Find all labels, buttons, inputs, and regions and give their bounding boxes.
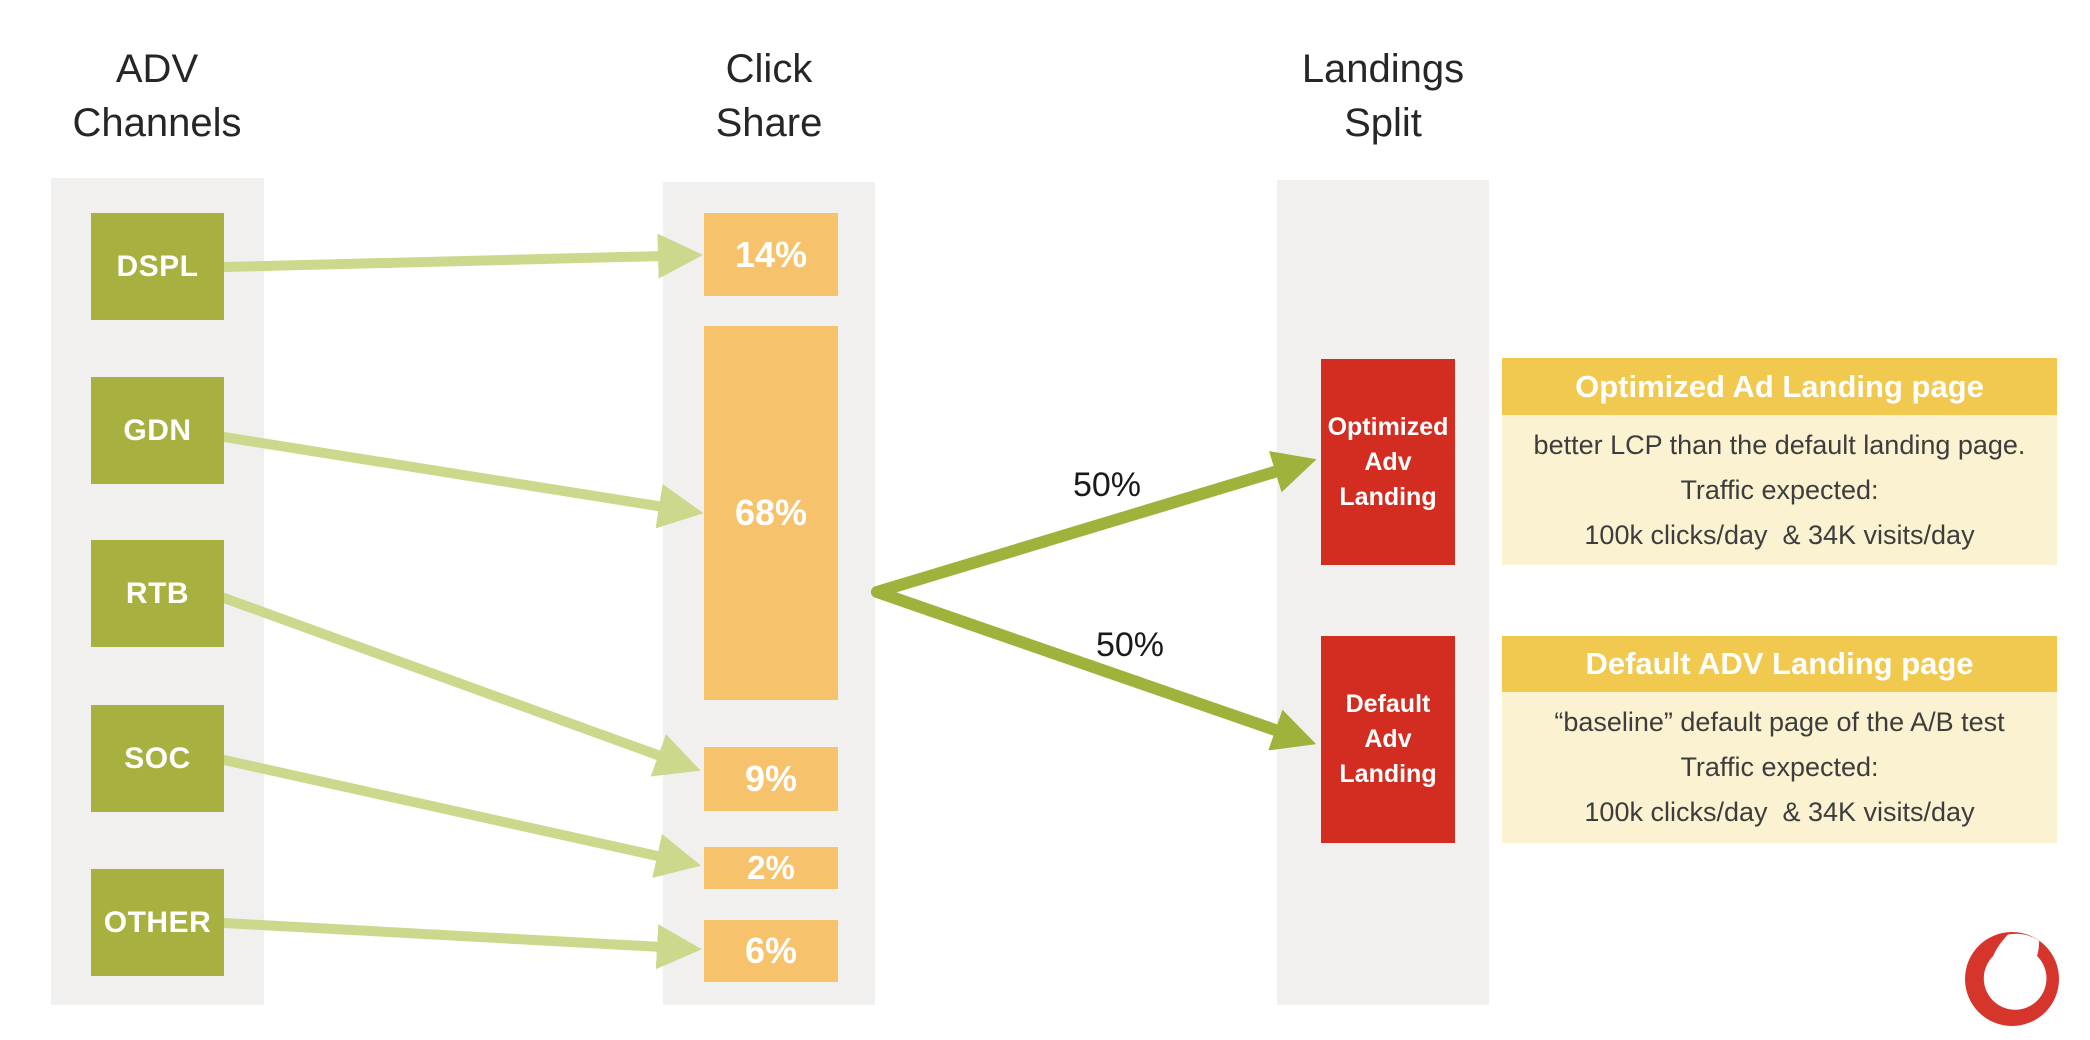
landings-title-line2: Split (1344, 101, 1422, 145)
share-box-6: 6% (704, 920, 838, 982)
landing-box-default: Default Adv Landing (1321, 636, 1455, 843)
arrow-soc-to-2 (219, 755, 702, 878)
share-box-68: 68% (704, 326, 838, 700)
channel-label: OTHER (103, 905, 212, 939)
channel-label: DSPL (116, 249, 199, 283)
split-percentage-bottom: 50% (1095, 626, 1165, 664)
share-box-14: 14% (704, 213, 838, 296)
arrow-other-to-6 (219, 918, 702, 970)
channel-box-soc: SOC (91, 705, 224, 812)
share-box-2: 2% (704, 847, 838, 889)
channel-box-other: OTHER (91, 869, 224, 976)
channels-title-line2: Channels (72, 101, 242, 145)
share-title-line1: Click (725, 47, 813, 91)
card-optimized-body: better LCP than the default landing page… (1502, 415, 2057, 565)
share-label: 6% (744, 930, 798, 971)
arrow-split-to-optimized (871, 451, 1317, 598)
arrow-rtb-to-9 (219, 593, 701, 777)
landings-column-panel (1277, 180, 1489, 1005)
share-title-line2: Share (715, 101, 823, 145)
arrow-gdn-to-68 (219, 432, 704, 529)
card-optimized-header: Optimized Ad Landing page (1502, 358, 2057, 415)
card-body-line: 100k clicks/day & 34K visits/day (1584, 519, 1975, 550)
landing-box-label: Default Adv Landing (1339, 690, 1437, 788)
card-body-line: Traffic expected: (1680, 752, 1879, 782)
landing-box-label: Optimized Adv Landing (1327, 412, 1449, 511)
share-box-9: 9% (704, 747, 838, 811)
card-optimized-landing: Optimized Ad Landing page better LCP tha… (1502, 358, 2057, 565)
card-body-line: “baseline” default page of the A/B test (1554, 707, 2005, 737)
arrow-split-to-default (871, 586, 1317, 751)
channel-label: GDN (123, 413, 192, 447)
share-label: 2% (747, 849, 795, 886)
card-body-line: better LCP than the default landing page… (1533, 429, 2026, 460)
card-default-landing: Default ADV Landing page “baseline” defa… (1502, 636, 2057, 843)
share-label: 68% (734, 492, 808, 533)
card-body-line: 100k clicks/day & 34K visits/day (1584, 797, 1975, 827)
vodafone-speechmark-icon (1965, 932, 2059, 1026)
card-body-line: Traffic expected: (1680, 474, 1879, 505)
channel-box-dspl: DSPL (91, 213, 224, 320)
channels-title-line1: ADV (115, 47, 199, 91)
card-default-body: “baseline” default page of the A/B test … (1502, 692, 2057, 843)
channels-column-title: ADV Channels (27, 42, 287, 150)
logo-speechmark (1983, 933, 2047, 1010)
channel-label: RTB (125, 576, 190, 610)
share-label: 14% (734, 233, 808, 275)
landings-title-line1: Landings (1301, 47, 1465, 91)
channel-label: SOC (124, 741, 191, 775)
landing-box-optimized: Optimized Adv Landing (1321, 359, 1455, 565)
card-default-header: Default ADV Landing page (1502, 636, 2057, 692)
click-share-column-title: Click Share (639, 42, 899, 150)
share-label: 9% (744, 758, 798, 799)
channel-box-rtb: RTB (91, 540, 224, 647)
landings-column-title: Landings Split (1253, 42, 1513, 150)
channel-box-gdn: GDN (91, 377, 224, 484)
arrow-dspl-to-14 (219, 233, 703, 279)
split-percentage-top: 50% (1072, 466, 1142, 504)
